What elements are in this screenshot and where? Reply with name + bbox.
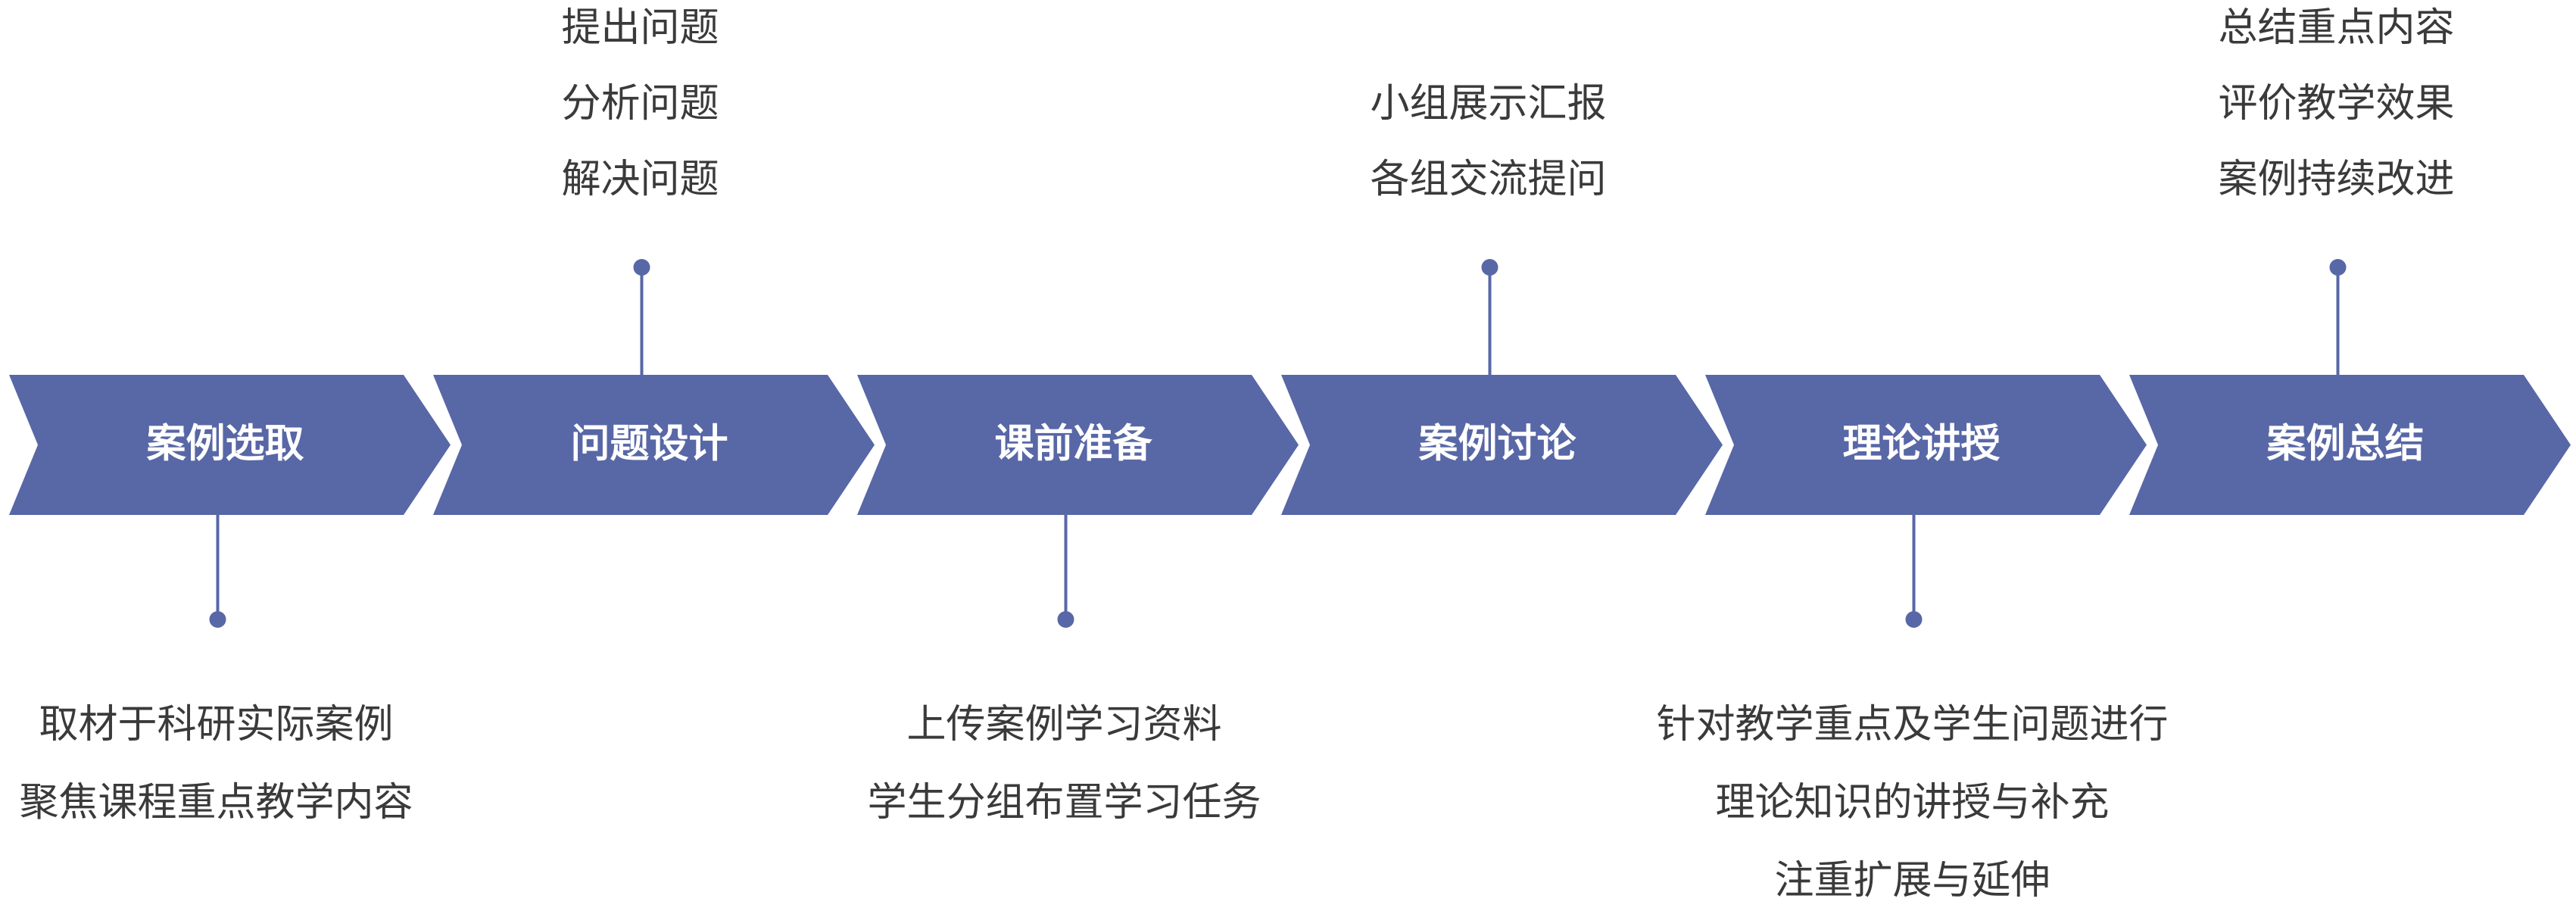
connector-dot xyxy=(1057,611,1074,628)
step-note: 聚焦课程重点教学内容 xyxy=(19,780,413,825)
step-note: 学生分组布置学习任务 xyxy=(867,780,1261,825)
step-note: 小组展示汇报 xyxy=(1370,81,1606,126)
connector-dot xyxy=(209,611,226,628)
step-note: 评价教学效果 xyxy=(2218,81,2454,126)
step-label: 案例选取 xyxy=(146,422,304,467)
connector-dot xyxy=(1905,611,1923,628)
connector-dot xyxy=(633,259,650,276)
chevron-shape xyxy=(433,375,875,515)
step-note: 理论知识的讲授与补充 xyxy=(1715,780,2109,825)
step-note: 上传案例学习资料 xyxy=(906,702,1221,747)
step-label: 案例讨论 xyxy=(1418,422,1576,467)
step-note: 解决问题 xyxy=(561,157,719,202)
step-note: 注重扩展与延伸 xyxy=(1774,858,2050,903)
chevron-shape xyxy=(1705,375,2147,515)
chevron-shape xyxy=(857,375,1299,515)
step-note: 取材于科研实际案例 xyxy=(39,702,393,747)
step-note: 各组交流提问 xyxy=(1370,157,1606,202)
chevron-shape xyxy=(2129,375,2571,515)
connector-dot xyxy=(1481,259,1499,276)
step-note: 提出问题 xyxy=(561,5,719,51)
chevron-shape xyxy=(9,375,451,515)
connector-dot xyxy=(2329,259,2347,276)
step-label: 理论讲授 xyxy=(1842,422,2000,467)
step-label: 问题设计 xyxy=(570,422,728,467)
step-note: 总结重点内容 xyxy=(2218,5,2454,51)
step-label: 案例总结 xyxy=(2266,422,2424,467)
chevron-shape xyxy=(1281,375,1723,515)
step-note: 案例持续改进 xyxy=(2218,157,2454,202)
step-note: 针对教学重点及学生问题进行 xyxy=(1656,702,2168,747)
step-note: 分析问题 xyxy=(561,81,719,126)
step-label: 课前准备 xyxy=(994,422,1152,467)
